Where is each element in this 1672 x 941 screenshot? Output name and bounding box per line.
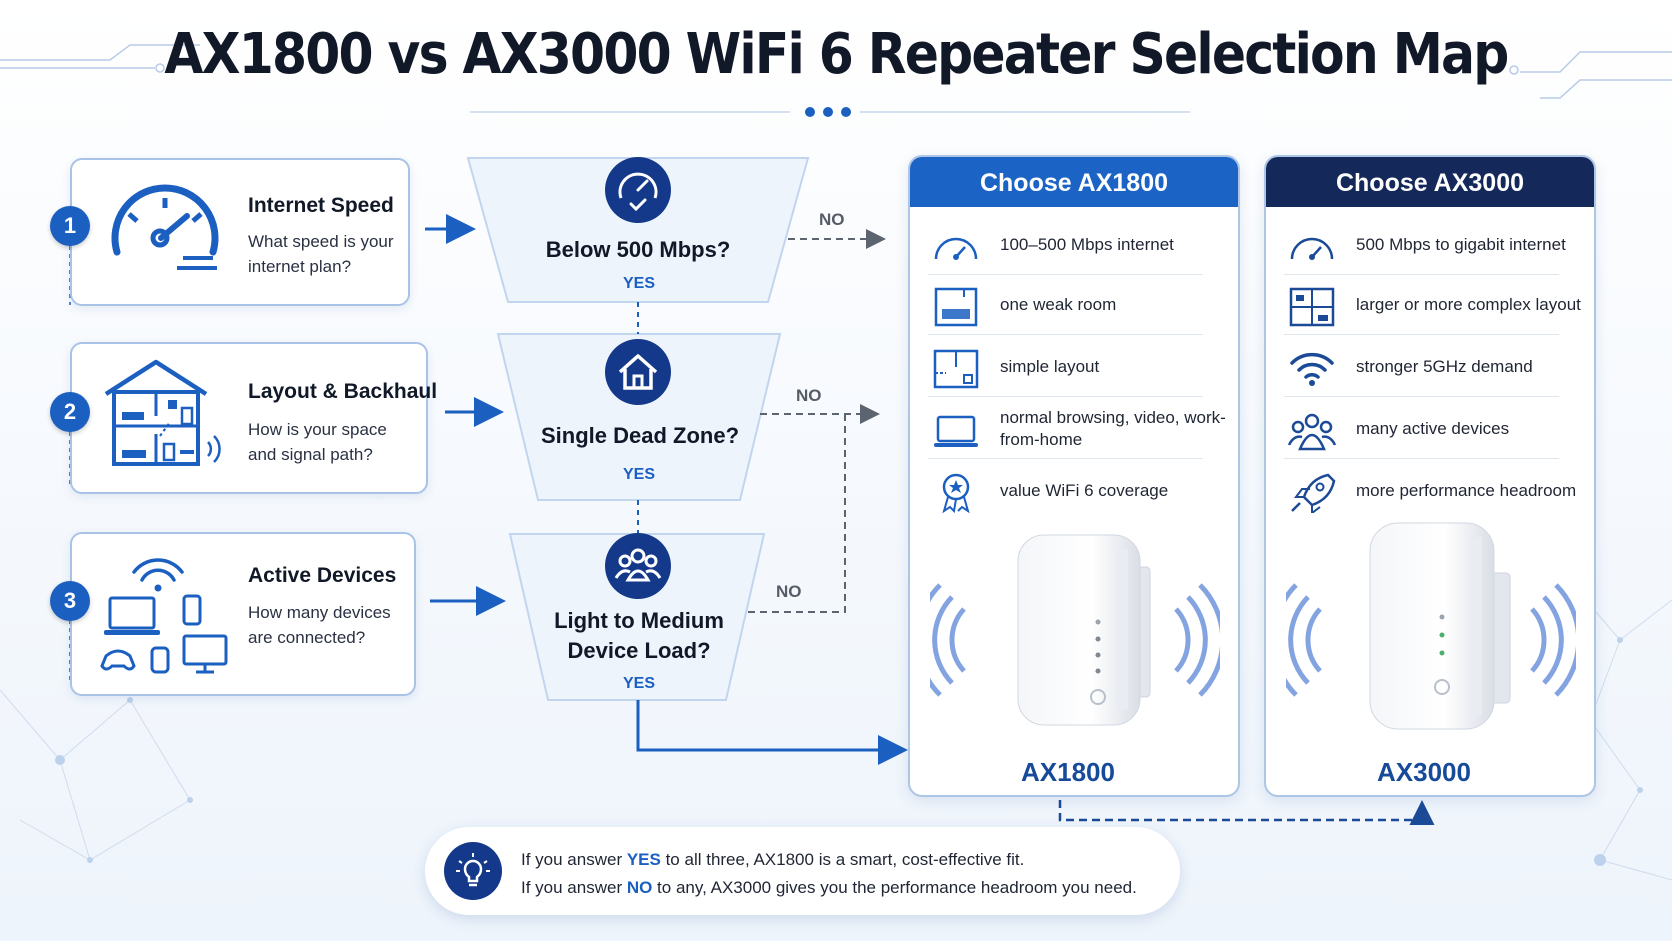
decision-device-load-line1: Light to Medium xyxy=(554,608,724,633)
step-title-active-devices: Active Devices xyxy=(248,564,397,587)
page-title: AX1800 vs AX3000 WiFi 6 Repeater Selecti… xyxy=(164,22,1509,87)
step-number-2: 2 xyxy=(50,392,90,432)
tip-line-yes: If you answer YES to all three, AX1800 i… xyxy=(521,850,1025,869)
ax3000-feature-devices: many active devices xyxy=(1284,399,1559,459)
decision-single-dead-zone: Single Dead Zone? xyxy=(540,423,740,448)
step-number-3: 3 xyxy=(50,581,90,621)
multi-room-icon xyxy=(1289,287,1335,327)
home-icon xyxy=(605,339,671,405)
gauge-icon xyxy=(1290,237,1334,260)
floorplan-icon xyxy=(933,349,979,389)
lightbulb-icon xyxy=(444,842,502,900)
decision-1-yes-label: YES xyxy=(623,275,656,292)
decision-1-no-label: NO xyxy=(819,210,845,229)
decision-2-yes-label: YES xyxy=(623,466,656,483)
ax3000-feature-layout: larger or more complex layout xyxy=(1284,275,1581,335)
ax3000-heading: Choose AX3000 xyxy=(1266,157,1594,207)
wifi-icon xyxy=(1290,352,1334,386)
ax1800-panel: Choose AX1800 100–500 Mbps internet one … xyxy=(908,155,1240,797)
ax3000-feature-headroom: more performance headroom xyxy=(1284,461,1576,521)
ax1800-device-image xyxy=(930,534,1220,726)
house-layout-icon xyxy=(104,359,221,466)
step-card-internet-speed xyxy=(70,158,410,306)
step-title-internet-speed: Internet Speed xyxy=(248,194,394,217)
devices-icon xyxy=(100,558,228,674)
ax1800-feature-value: value WiFi 6 coverage xyxy=(928,461,1203,521)
ax3000-device-image xyxy=(1286,522,1576,730)
decision-3-yes-label: YES xyxy=(623,675,656,692)
speed-check-icon xyxy=(605,157,671,223)
award-badge-icon xyxy=(942,473,970,513)
gauge-icon xyxy=(934,237,978,260)
decision-2-no-label: NO xyxy=(796,386,822,405)
step-question-internet-speed: What speed is your internet plan? xyxy=(248,232,394,276)
ax1800-feature-speed: 100–500 Mbps internet xyxy=(928,215,1203,275)
bedroom-icon xyxy=(934,287,978,327)
users-icon xyxy=(1288,413,1336,451)
ax3000-panel: Choose AX3000 500 Mbps to gigabit intern… xyxy=(1264,155,1596,797)
laptop-icon xyxy=(934,415,978,447)
step-question-layout-backhaul: How is your space and signal path? xyxy=(248,420,387,464)
ax1800-heading: Choose AX1800 xyxy=(910,157,1238,207)
users-icon xyxy=(605,533,671,599)
speedometer-icon xyxy=(111,184,219,270)
ax1800-feature-usage: normal browsing, video, work-from-home xyxy=(928,399,1226,459)
rocket-icon xyxy=(1291,473,1336,513)
ax1800-feature-layout: simple layout xyxy=(928,337,1203,397)
decision-below-500: Below 500 Mbps? xyxy=(545,237,731,262)
decision-3-no-label: NO xyxy=(776,582,802,601)
ax1800-feature-room: one weak room xyxy=(928,275,1203,335)
ax1800-model-label: AX1800 xyxy=(1021,757,1115,787)
summary-tip-box: If you answer YES to all three, AX1800 i… xyxy=(425,827,1180,915)
step-number-1: 1 xyxy=(50,206,90,246)
ax3000-model-label: AX3000 xyxy=(1377,757,1471,787)
tip-line-no: If you answer NO to any, AX3000 gives yo… xyxy=(521,878,1137,897)
step-question-active-devices: How many devices are connected? xyxy=(248,603,391,647)
step-title-layout-backhaul: Layout & Backhaul xyxy=(248,380,438,403)
tip-yes-keyword: YES xyxy=(626,850,661,869)
ax3000-feature-speed: 500 Mbps to gigabit internet xyxy=(1284,215,1566,275)
tip-no-keyword: NO xyxy=(626,878,653,897)
ax3000-feature-5ghz: stronger 5GHz demand xyxy=(1284,337,1559,397)
decision-device-load-line2: Device Load? xyxy=(567,638,711,663)
